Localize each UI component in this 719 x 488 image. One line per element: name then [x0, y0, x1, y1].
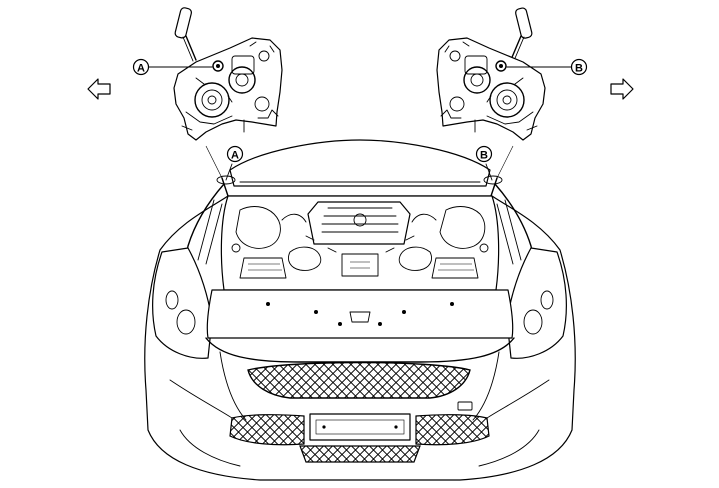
arrow-right-outline-icon [610, 78, 634, 100]
left-headlamp-on-car [152, 247, 213, 359]
left-headlamp-housing [173, 37, 283, 141]
callout-a-car-circle [226, 145, 244, 163]
upper-grille [247, 361, 471, 399]
callout-b-car: B [475, 145, 514, 185]
lower-grille-left [229, 414, 305, 446]
callout-a-car: A [205, 145, 244, 185]
left-headlamp-detail: A [132, 7, 283, 141]
callout-b-car-label: B [480, 150, 488, 162]
license-plate [309, 413, 411, 441]
callout-b-car-circle [475, 145, 493, 163]
callout-a-top-circle [132, 58, 150, 76]
callout-b-top-circle [570, 58, 588, 76]
callout-a-top-label: A [137, 63, 145, 75]
lower-grille-right [415, 414, 490, 446]
front-panel [206, 289, 514, 339]
arrow-left-outline-icon [87, 78, 111, 100]
right-screwdriver [509, 7, 533, 64]
engine-cover [307, 201, 411, 245]
car-front-view [144, 139, 576, 481]
lower-grille-center [299, 445, 421, 463]
right-headlamp-on-car [506, 247, 567, 359]
left-screwdriver [174, 7, 197, 62]
callout-b-top-label: B [575, 63, 583, 75]
callout-a-car-label: A [231, 150, 239, 162]
right-headlamp-housing [436, 37, 546, 141]
open-hood-panel [229, 139, 491, 187]
right-headlamp-detail: B [436, 7, 588, 141]
